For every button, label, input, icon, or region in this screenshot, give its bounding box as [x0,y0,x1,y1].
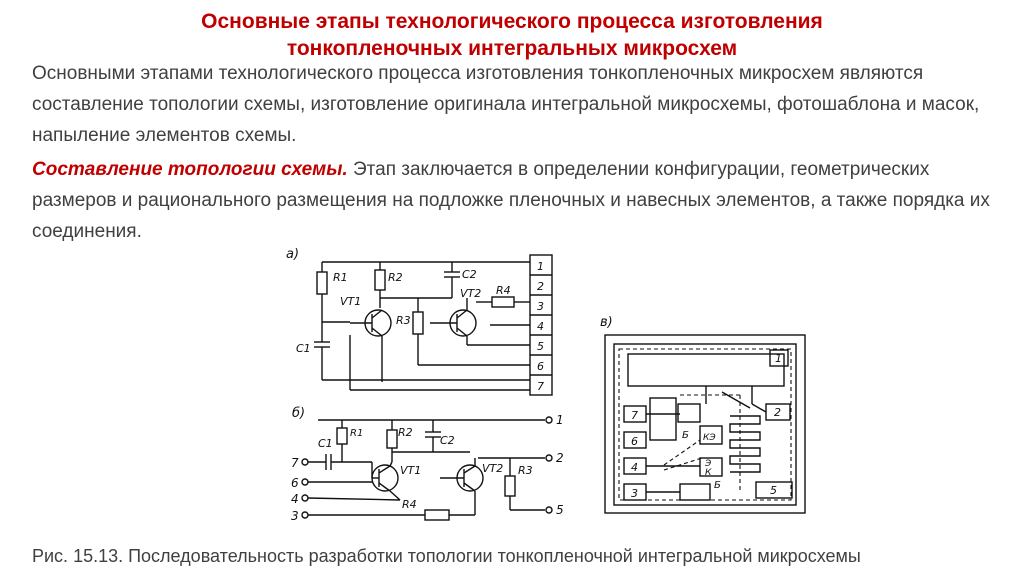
panel-a-label: а) [286,247,299,262]
mark-v-b2: Б [714,480,721,491]
mark-v-e: Э [704,459,712,469]
label-b-c2: C2 [440,434,455,447]
figure-caption: Рис. 15.13. Последовательность разработк… [32,546,861,566]
label-a-r3: R3 [396,314,411,327]
term-b-1: 1 [556,413,564,427]
label-b-c1: C1 [318,437,333,450]
panel-a-schematic [314,254,553,396]
pad-v-2: 2 [774,406,781,419]
label-b-r4: R4 [402,498,417,511]
label-a-r4: R4 [496,284,511,297]
label-b-vt1: VT1 [400,464,421,477]
title-line-1: Основные этапы технологического процесса… [201,10,823,33]
term-b-3: 3 [291,509,299,523]
pin-a-1: 1 [537,260,544,273]
term-b-4: 4 [291,492,299,506]
pin-a-4: 4 [537,320,544,333]
mark-v-b1: Б [682,430,689,441]
pin-a-7: 7 [537,380,544,393]
pad-v-4: 4 [631,461,638,474]
label-a-vt1: VT1 [340,295,361,308]
term-b-6: 6 [291,476,299,490]
label-a-vt2: VT2 [460,287,481,300]
pin-a-6: 6 [537,360,544,373]
term-b-7: 7 [291,456,299,470]
pin-a-5: 5 [537,340,544,353]
label-a-r1: R1 [333,271,348,284]
label-b-r2: R2 [398,426,413,439]
panel-v-topology [604,334,806,514]
label-a-c1: C1 [296,342,311,355]
label-b-r1: R1 [350,428,363,439]
label-a-r2: R2 [388,271,403,284]
mark-v-k: К [705,468,712,478]
pad-v-7: 7 [631,409,638,422]
panel-v-label: в) [600,315,613,330]
topology-lead: Составление топологии схемы. [32,159,348,180]
pad-v-3: 3 [631,487,638,500]
intro-paragraph: Основными этапами технологического проце… [32,63,980,146]
pad-v-6: 6 [631,435,638,448]
label-a-c2: C2 [462,268,477,281]
topology-paragraph: Составление топологии схемы. Этап заключ… [32,154,992,247]
panel-b-label: б) [292,406,305,421]
slide-title: Основные этапы технологического процесса… [0,8,1024,62]
pad-v-5: 5 [770,484,777,497]
term-b-5: 5 [556,503,564,517]
label-b-r3: R3 [518,464,533,477]
pin-a-2: 2 [537,280,544,293]
pad-v-1: 1 [775,352,782,365]
term-b-2: 2 [556,451,564,465]
topology-text: Этап заключается в определении конфигура… [32,159,990,242]
label-b-vt2: VT2 [482,462,503,475]
pin-a-3: 3 [537,300,544,313]
mark-v-ke: КЭ [703,433,716,443]
title-line-2: тонкопленочных интегральных микросхем [286,37,738,60]
panel-b-schematic [301,416,553,521]
